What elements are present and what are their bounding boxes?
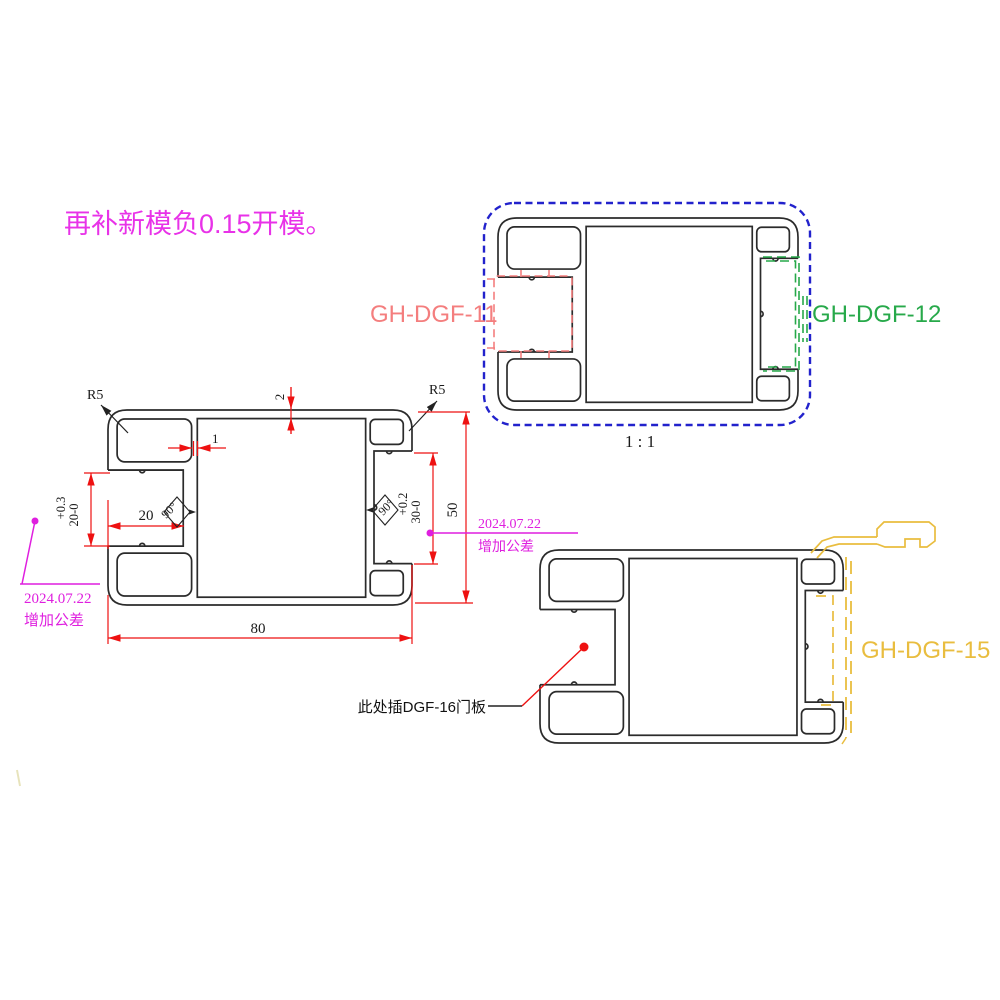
revision-label-right: 增加公差: [478, 538, 534, 554]
dgf11-body: [493, 275, 573, 352]
assembly-detail-1to1: GH-DGF-11 GH-DGF-12 1 : 1: [370, 201, 941, 451]
dim-text-tol-left-value: 20-0: [67, 504, 81, 527]
dgf11-tabs: [520, 270, 550, 358]
dgf11-lips: [487, 278, 495, 349]
angle-text-left: 90°: [158, 499, 180, 521]
dimensioned-view: R5 R5: [20, 383, 578, 644]
profile-section-1to1: [497, 217, 799, 411]
dim-text-width-80: 80: [251, 621, 266, 637]
dgf15-hook-head: [876, 521, 936, 548]
angle-arrow-left: [189, 509, 196, 515]
dim-text-height-50: 50: [445, 503, 461, 518]
dgf12-inner: [766, 260, 797, 368]
radius-leader-right: [408, 400, 438, 432]
angle-diamond-right: [371, 494, 399, 526]
dgf15-body-dashed: [845, 557, 852, 738]
label-gh-dgf-15: GH-DGF-15: [861, 637, 990, 664]
revision-label-left: 增加公差: [24, 612, 84, 629]
dim-text-slot-depth-20: 20: [139, 508, 154, 524]
dim-text-tol-left-upper: +0.3: [54, 497, 68, 520]
dimension-lines: [84, 387, 473, 644]
mating-profile-dgf12: [763, 256, 808, 372]
angle-callouts: [163, 494, 399, 528]
profile-section-dimensioned: [107, 409, 413, 606]
radius-callout-left: R5: [87, 388, 103, 403]
revision-date-left: 2024.07.22: [24, 591, 92, 607]
insert-view: GH-DGF-15 此处插DGF-16门板: [358, 521, 990, 745]
revision-note-top: 再补新模负0.15开模。: [64, 209, 333, 239]
label-gh-dgf-12: GH-DGF-12: [812, 301, 941, 328]
insert-note-text: 此处插DGF-16门板: [358, 698, 486, 716]
radius-leader-left: [100, 404, 129, 434]
dim-text-thickness-2: 2: [272, 394, 287, 401]
dgf15-arm-top: [810, 536, 877, 554]
mating-profile-dgf15: [810, 521, 936, 745]
dim-text-tol-right-upper: +0.2: [396, 493, 410, 516]
revision-annotation-right: 2024.07.22 增加公差: [426, 517, 578, 554]
revision-date-right: 2024.07.22: [478, 517, 541, 532]
dim-text-wall-1: 1: [212, 431, 219, 446]
dgf15-tail: [841, 737, 847, 745]
insert-note-leader-red: [521, 646, 585, 707]
dgf15-arm-bottom: [816, 543, 877, 559]
dgf12-outer: [763, 256, 800, 372]
mating-profile-dgf11: [487, 270, 573, 358]
revision-leader-left: [20, 520, 100, 585]
angle-arrow-right: [366, 507, 373, 513]
dgf12-clip: [802, 296, 808, 342]
stray-mark: [16, 769, 21, 787]
detail-boundary-dashed: [482, 201, 812, 427]
label-gh-dgf-11: GH-DGF-11: [370, 301, 498, 328]
dgf15-slot-insert-dashed: [816, 595, 834, 706]
radius-callout-right: R5: [429, 383, 445, 398]
dim-text-tol-right-value: 30-0: [409, 501, 423, 524]
revision-annotation-left: 2024.07.22 增加公差: [20, 517, 100, 629]
scale-label: 1 : 1: [625, 432, 655, 451]
